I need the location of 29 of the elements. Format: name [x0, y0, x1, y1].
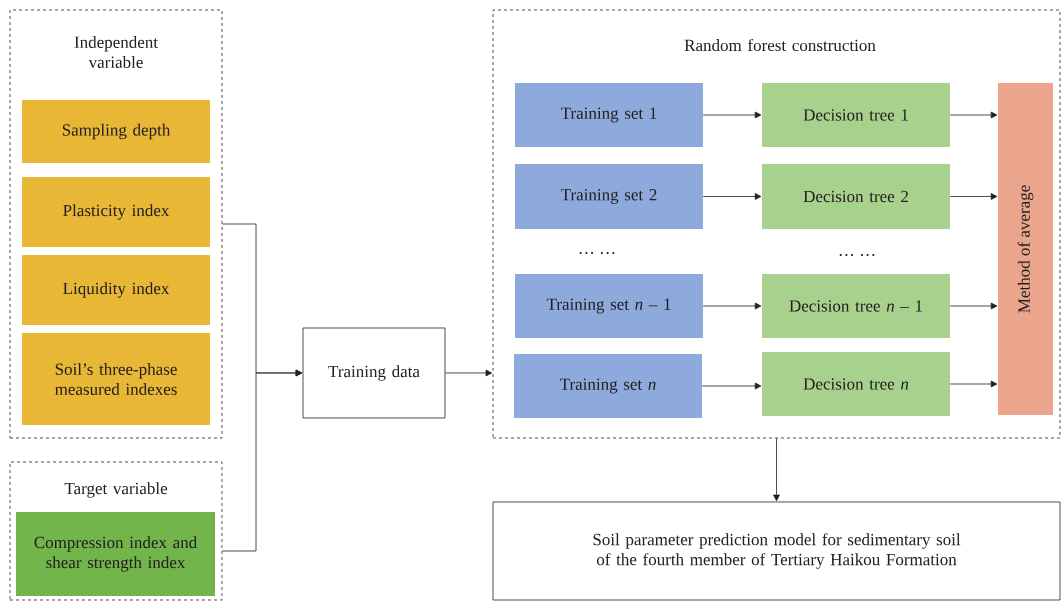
arrow	[702, 111, 762, 119]
arrow	[701, 382, 762, 390]
process-box: Training set 2	[515, 164, 703, 229]
arrow	[773, 438, 780, 502]
process-box: Compression index and shear strength index	[16, 512, 215, 596]
process-box: Training data	[302, 327, 446, 419]
arrow	[949, 380, 998, 388]
arrow	[222, 369, 303, 552]
process-box: Decision tree n – 1	[762, 274, 950, 338]
arrow	[702, 193, 762, 200]
arrow	[445, 369, 493, 377]
arrow	[949, 193, 998, 200]
process-box: Method of average	[998, 83, 1053, 415]
process-box: Liquidity index	[22, 255, 210, 325]
arrow	[949, 111, 998, 119]
arrow	[949, 302, 998, 310]
process-box: Plasticity index	[22, 177, 210, 247]
process-box: Training set 1	[515, 83, 703, 147]
process-box: Training set n – 1	[515, 274, 703, 338]
ellipsis-label: … …	[839, 254, 875, 256]
arrow	[702, 302, 762, 310]
process-box: Sampling depth	[22, 100, 210, 163]
process-box: Soil’s three-phase measured indexes	[22, 333, 210, 425]
process-box: Soil parameter prediction model for sedimentary soil of the fourth member of Tertiary Haikou Formation	[492, 501, 1061, 601]
process-box: Decision tree 2	[762, 164, 950, 229]
process-box: Decision tree 1	[762, 83, 950, 147]
process-box: Training set n	[514, 354, 702, 418]
ellipsis-label: … …	[579, 252, 615, 254]
process-box: Decision tree n	[762, 352, 950, 416]
